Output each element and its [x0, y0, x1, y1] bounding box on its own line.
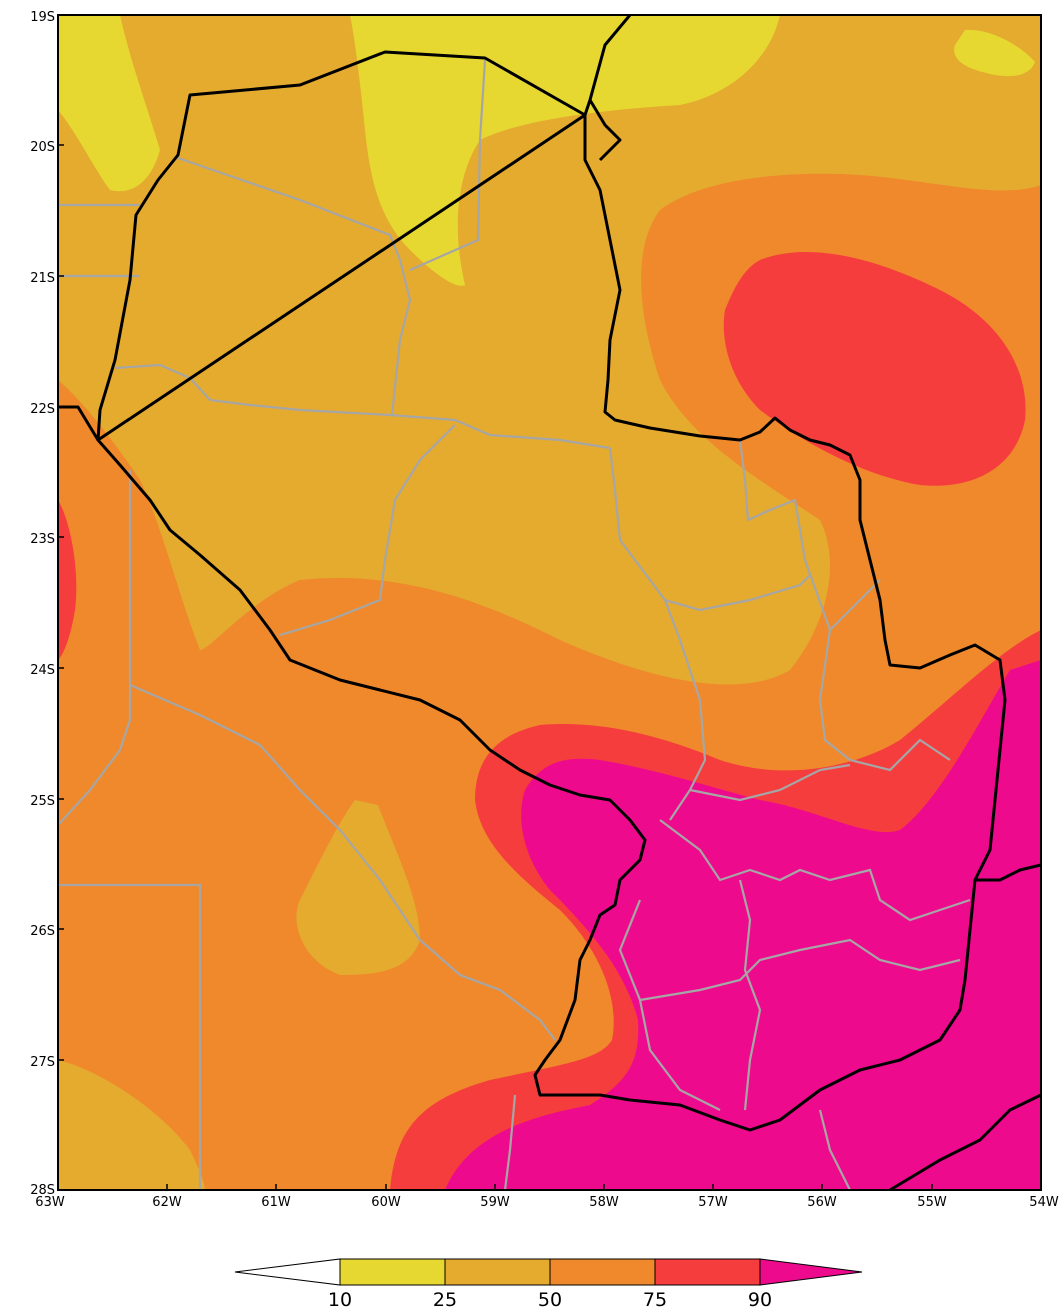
lon-label: 63W — [35, 1195, 65, 1210]
national-borders — [58, 15, 1041, 1190]
lon-label: 60W — [371, 1195, 401, 1210]
dept-boundary — [818, 629, 951, 772]
contour-10-25-north — [350, 15, 780, 286]
colorbar-left-arrow — [234, 1258, 341, 1286]
dept-boundary — [639, 938, 961, 1002]
contour-10-25-northwest — [58, 15, 160, 192]
contour-25-50-southwest — [58, 1060, 205, 1190]
colorbar-label: 50 — [538, 1289, 562, 1311]
lat-label: 22S — [30, 402, 55, 417]
lat-label: 21S — [30, 271, 55, 286]
lon-label: 58W — [589, 1195, 619, 1210]
brazil-bolivia-border-north — [588, 99, 622, 162]
colorbar-segment — [549, 1258, 656, 1286]
colorbar-label: 25 — [433, 1289, 457, 1311]
dept-boundary — [58, 883, 202, 1190]
lat-label: 19S — [30, 10, 55, 25]
colorbar-right-arrow — [759, 1258, 863, 1286]
colorbar-label: 75 — [643, 1289, 667, 1311]
colorbar-segment — [444, 1258, 551, 1286]
dept-boundary — [659, 819, 971, 922]
dept-boundary — [738, 439, 881, 633]
contour-75-90-west — [58, 500, 77, 660]
lat-label: 23S — [30, 532, 55, 547]
lon-label: 61W — [261, 1195, 291, 1210]
lat-label: 24S — [30, 663, 55, 678]
brazil-argentina-border-east — [975, 863, 1041, 882]
lon-label: 62W — [152, 1195, 182, 1210]
paraguay-border — [96, 15, 1007, 1132]
colorbar-segment — [654, 1258, 761, 1286]
lat-label: 25S — [30, 794, 55, 809]
lon-label: 54W — [1029, 1195, 1059, 1210]
contour-25-50-north — [58, 15, 1041, 685]
contour-90-plus-southeast — [445, 660, 1041, 1190]
dept-boundary — [503, 1094, 517, 1190]
longitude-labels: 63W 62W 61W 60W 59W 58W 57W 56W 55W 54W — [35, 1195, 1059, 1210]
latitude-labels: 19S 20S 21S 22S 23S 24S 25S 26S 27S 28S — [30, 10, 55, 1198]
contour-10-25-northeast — [954, 29, 1035, 77]
colorbar — [234, 1258, 863, 1286]
dept-boundary — [618, 899, 721, 1111]
dept-boundary — [129, 683, 556, 1041]
dept-boundary — [409, 59, 487, 272]
lat-label: 20S — [30, 140, 55, 155]
dept-boundary — [177, 156, 412, 416]
axis-ticks — [57, 14, 1042, 1190]
contour-75-90-northeast — [723, 251, 1026, 486]
lon-label: 55W — [917, 1195, 947, 1210]
dept-boundary — [689, 763, 851, 802]
colorbar-segment — [339, 1258, 446, 1286]
lon-label: 59W — [480, 1195, 510, 1210]
lat-label: 27S — [30, 1055, 55, 1070]
lon-label: 56W — [807, 1195, 837, 1210]
dept-boundary — [818, 1109, 851, 1190]
dept-boundary — [58, 470, 132, 826]
contour-field — [58, 15, 1041, 1190]
plot-frame — [57, 14, 1042, 1191]
dept-boundary — [114, 363, 611, 450]
dept-boundary — [663, 599, 707, 821]
colorbar-labels: 10 25 50 75 90 — [328, 1289, 772, 1311]
lat-label: 28S — [30, 1183, 55, 1198]
argentina-bolivia-border — [58, 405, 100, 441]
dept-boundary — [738, 879, 762, 1111]
dept-boundary — [279, 424, 456, 637]
lat-label: 26S — [30, 924, 55, 939]
colorbar-label: 90 — [748, 1289, 772, 1311]
brazil-uruguay-border-southeast — [889, 1093, 1041, 1190]
department-boundaries — [58, 59, 971, 1190]
contour-25-50-central — [296, 800, 420, 975]
lon-label: 57W — [698, 1195, 728, 1210]
colorbar-label: 10 — [328, 1289, 352, 1311]
